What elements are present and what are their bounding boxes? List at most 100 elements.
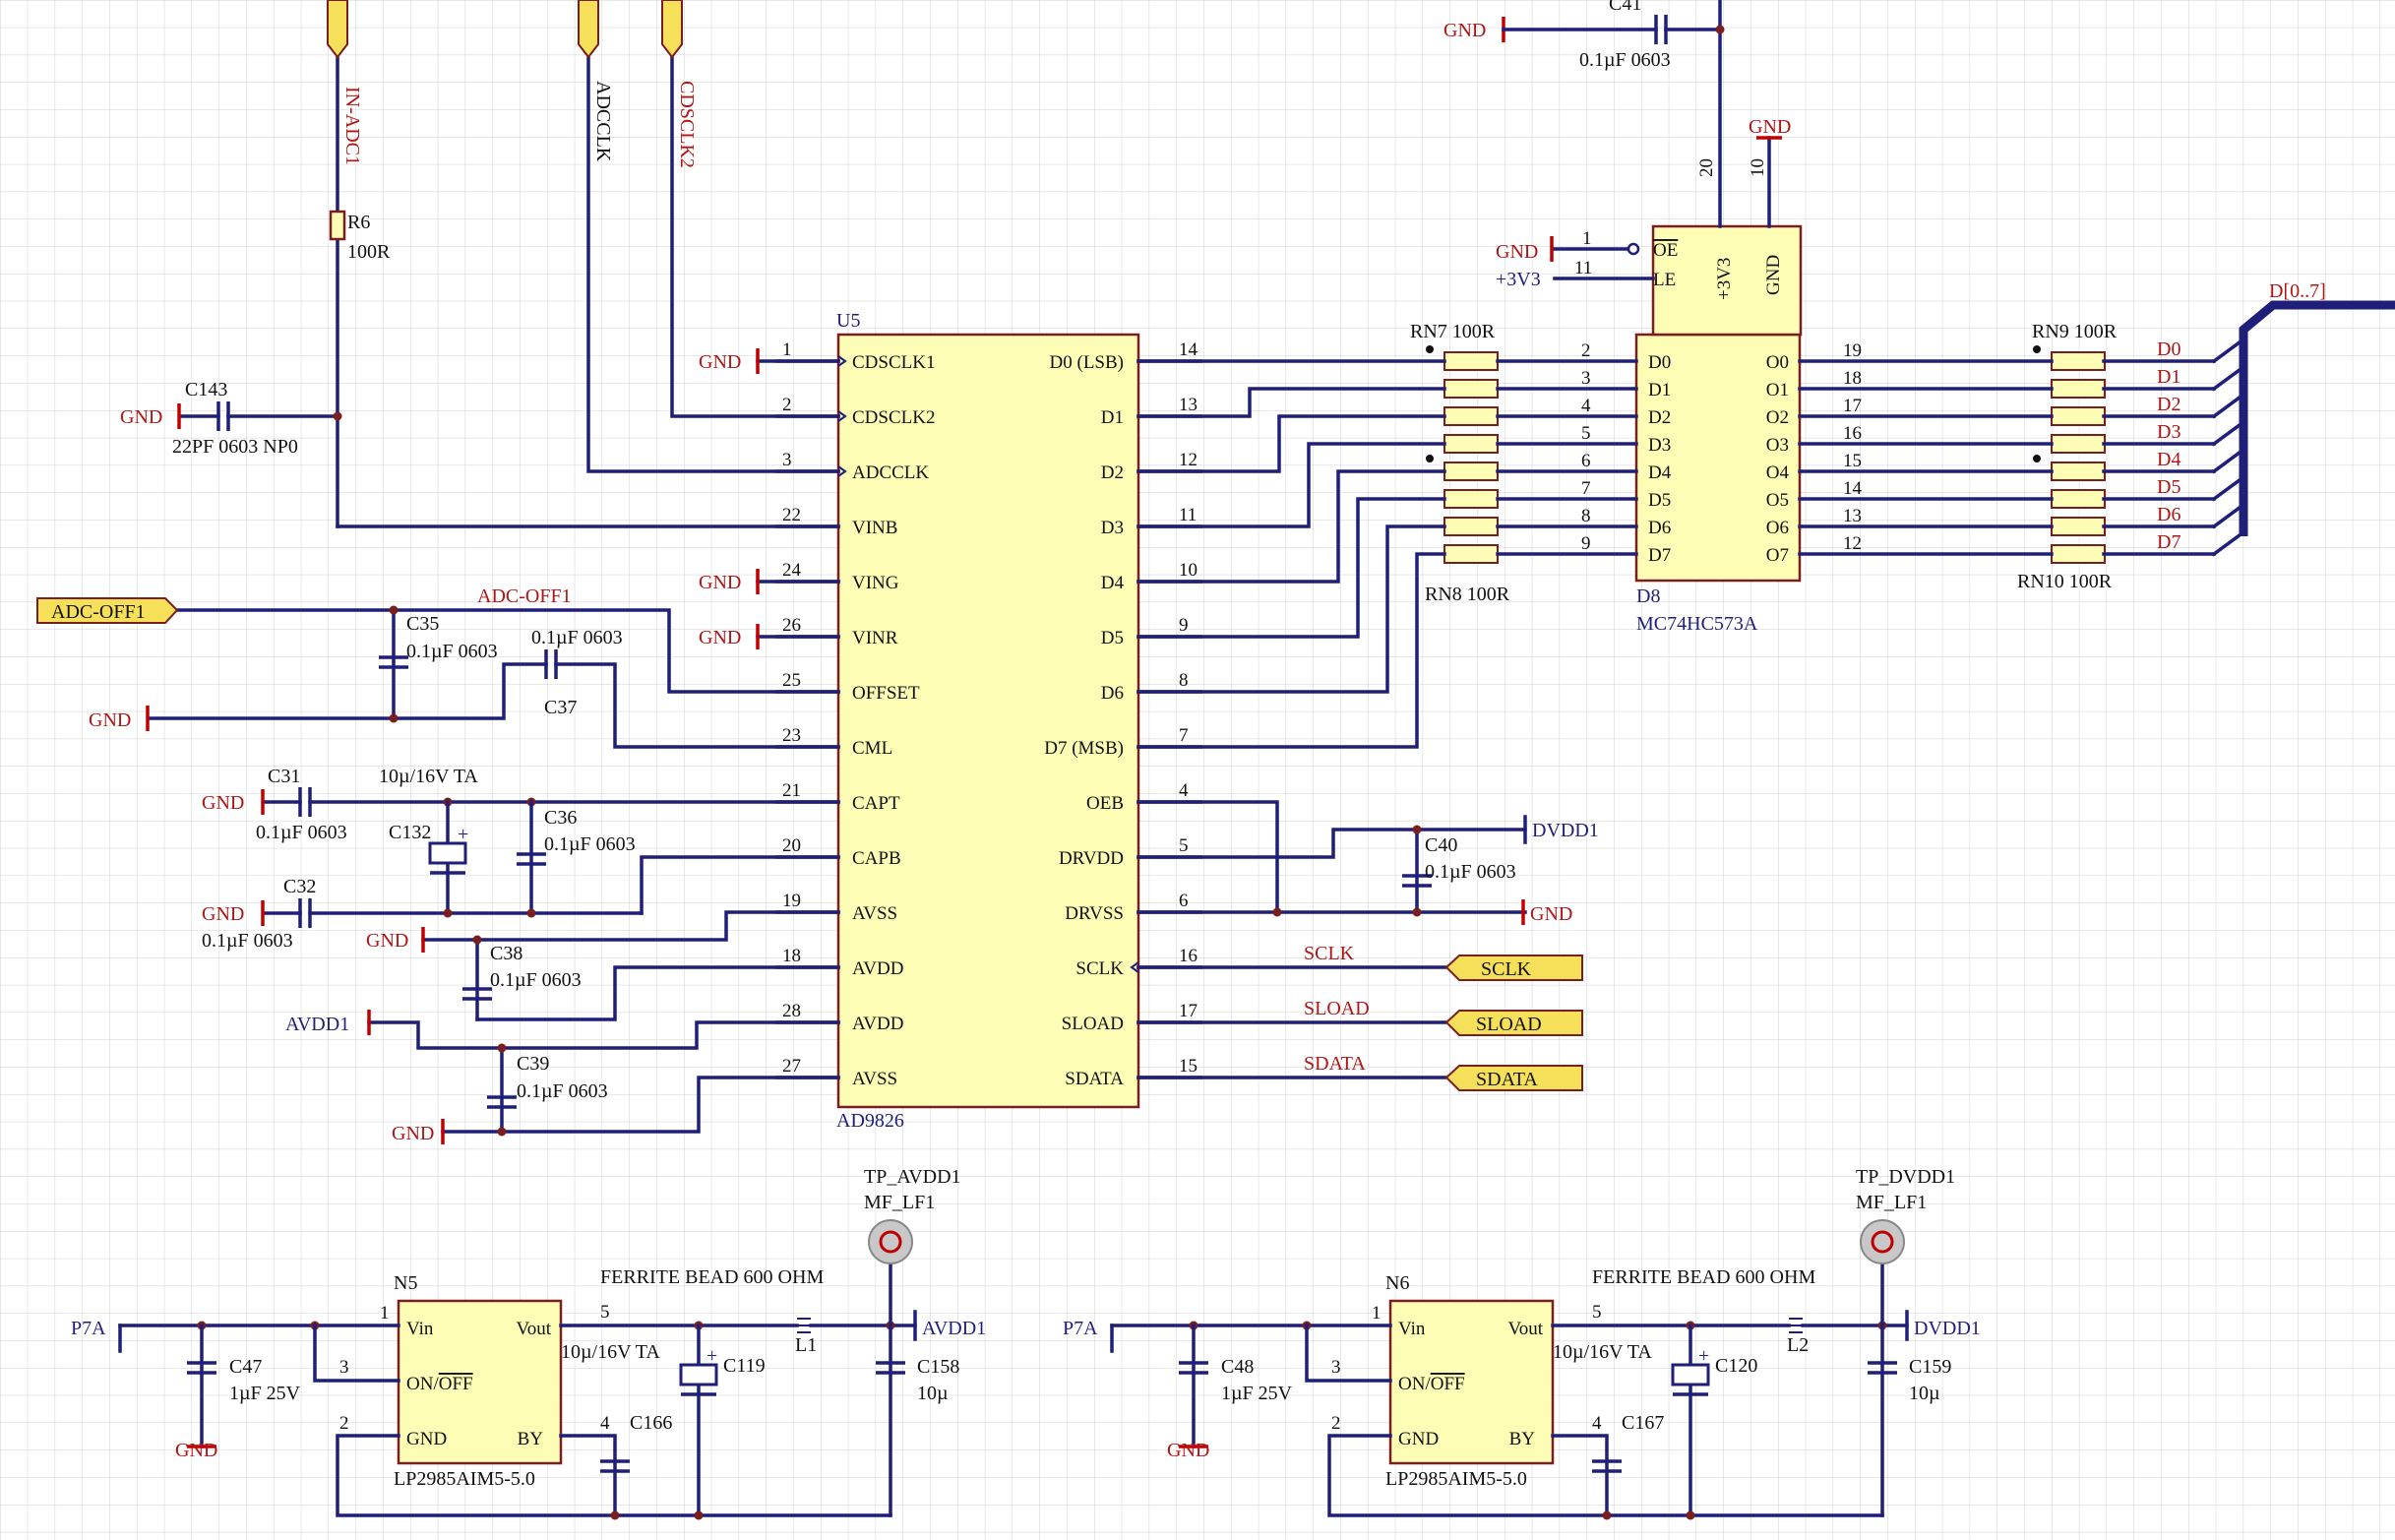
regulator-body	[1388, 1299, 1555, 1465]
resistor-element	[1443, 544, 1499, 564]
u5-pin-num: 9	[1179, 615, 1189, 636]
resistor-element	[2051, 406, 2106, 426]
tant-cap-value: 10µ/16V TA	[1553, 1341, 1652, 1363]
port-sload[interactable]: SLOAD	[1444, 1010, 1583, 1036]
rn9-label: RN9 100R	[2032, 321, 2118, 342]
sclk-net: SCLK	[1304, 943, 1355, 964]
u5-pin-name: D0 (LSB)	[1050, 352, 1124, 373]
u5-gnd-pin1: GND	[699, 351, 741, 373]
clock-marker	[837, 410, 847, 422]
resistor-element	[2051, 544, 2106, 564]
d8-pin-num-20: 20	[1696, 158, 1717, 177]
d8-pin-name: D0	[1648, 352, 1671, 373]
u5-pin-name: D3	[1101, 518, 1124, 538]
u5-pin-name: AVDD	[852, 958, 903, 979]
c38-gnd: GND	[366, 930, 408, 952]
c35-value: 0.1µF 0603	[406, 641, 498, 662]
drvss-gnd: GND	[1530, 903, 1572, 925]
port-cdsclk2-label: CDSCLK2	[676, 81, 698, 168]
resistor-element	[1443, 379, 1499, 399]
d8-pin-num: 16	[1843, 423, 1862, 444]
u5-pin-name: SCLK	[1075, 958, 1124, 979]
out-cap-value: 10µ	[917, 1383, 949, 1404]
d8-pin-num-10: 10	[1748, 158, 1768, 177]
d8-pin-le: LE	[1653, 270, 1676, 290]
u5-pin-name: D7 (MSB)	[1044, 738, 1124, 759]
by-pin: BY	[1509, 1429, 1536, 1449]
pin-num: 1	[1372, 1303, 1382, 1324]
port-sdata[interactable]: SDATA	[1444, 1065, 1583, 1091]
u5-pin-name: D4	[1101, 573, 1125, 593]
u5-pin-num: 25	[782, 670, 801, 691]
c32-value: 0.1µF 0603	[202, 930, 293, 952]
resistor-element	[2051, 434, 2106, 454]
u5-pin-name: CAPB	[852, 848, 901, 869]
d8-component[interactable]: D8 MC74HC573A 20 10 +3V3 GND 1 11 OE LE …	[1496, 0, 1863, 635]
d8-pin-num: 3	[1581, 368, 1591, 389]
u5-pin-name: D5	[1101, 628, 1124, 648]
u5-pin-name: VING	[852, 573, 899, 593]
r6-ref: R6	[347, 212, 370, 233]
resistor-element	[2051, 517, 2106, 536]
u5-gnd-pin24: GND	[699, 572, 741, 593]
d8-oe-net: GND	[1496, 241, 1538, 263]
u5-pin-num: 17	[1179, 1001, 1198, 1021]
rn7-rn8-resistor-networks[interactable]	[1443, 351, 1499, 564]
u5-pin-num: 4	[1179, 780, 1189, 801]
testpoint-icon	[868, 1219, 913, 1264]
resistor-element	[2051, 462, 2106, 481]
u5-pin-name: AVSS	[852, 903, 897, 924]
u5-pin-num: 27	[782, 1056, 801, 1077]
port-adcclk[interactable]: ADCCLK	[578, 0, 614, 162]
by-pin: BY	[518, 1429, 544, 1449]
u5-pin-num: 2	[782, 395, 792, 415]
d8-pin-name: O1	[1766, 380, 1789, 400]
c31-ref: C31	[268, 766, 300, 787]
u5-pin-num: 3	[782, 450, 792, 470]
u5-refdes: U5	[836, 310, 860, 332]
d8-pin-num: 12	[1843, 533, 1862, 554]
dvdd1-net-top: DVDD1	[1532, 820, 1599, 841]
u5-pin-num: 23	[782, 725, 801, 746]
port-sclk[interactable]: SCLK	[1444, 955, 1583, 981]
bead-value: FERRITE BEAD 600 OHM	[600, 1266, 824, 1288]
u5-pin-num: 19	[782, 891, 801, 911]
u5-pin-name: OEB	[1086, 793, 1124, 814]
d8-le-net: +3V3	[1496, 269, 1541, 290]
d8-pin-num: 17	[1843, 396, 1862, 416]
u5-pin-name: CDSCLK2	[852, 407, 935, 428]
u5-pin-name: SLOAD	[1062, 1014, 1124, 1034]
u5-control-wiring	[1136, 800, 1527, 1079]
on-off-pin: ON/OFF	[1398, 1374, 1465, 1394]
u5-pin-num: 15	[1179, 1056, 1198, 1077]
u5-pin-num: 10	[1179, 560, 1198, 581]
vin-pin: Vin	[1398, 1319, 1426, 1339]
clock-marker	[1130, 961, 1139, 973]
u5-pin-num: 24	[782, 560, 802, 581]
u5-pin-num: 6	[1179, 891, 1189, 911]
d8-pin-name: O4	[1766, 462, 1790, 483]
r6-value: 100R	[347, 241, 391, 263]
u5-pin-num: 26	[782, 615, 801, 636]
d8-pin-name: O0	[1766, 352, 1789, 373]
c39-gnd: GND	[392, 1123, 434, 1144]
c143-value: 22PF 0603 NP0	[172, 436, 298, 458]
port-in-adc1[interactable]: IN-ADC1	[327, 0, 363, 165]
u5-component[interactable]: U5 AD9826 1CDSCLK12CDSCLK23ADCCLK22VINB2…	[775, 310, 1202, 1132]
testpoint-ref: TP_AVDD1	[864, 1166, 961, 1188]
pin-num: 5	[600, 1302, 610, 1323]
port-adc-off1[interactable]: ADC-OFF1	[36, 597, 179, 624]
sdata-net: SDATA	[1304, 1053, 1366, 1075]
output-net: DVDD1	[1914, 1318, 1981, 1339]
port-cdsclk2[interactable]: CDSCLK2	[661, 0, 698, 168]
resistor-element	[1443, 489, 1499, 509]
c37-ref: C37	[544, 697, 577, 718]
out-cap-value: 10µ	[1909, 1383, 1940, 1404]
d8-pin-name: O7	[1766, 545, 1789, 566]
c41-capacitor[interactable]: C41 0.1µF 0603 GND	[1443, 0, 1725, 71]
bus-net-label: D2	[2157, 394, 2180, 415]
u5-pin-name: DRVSS	[1065, 903, 1124, 924]
